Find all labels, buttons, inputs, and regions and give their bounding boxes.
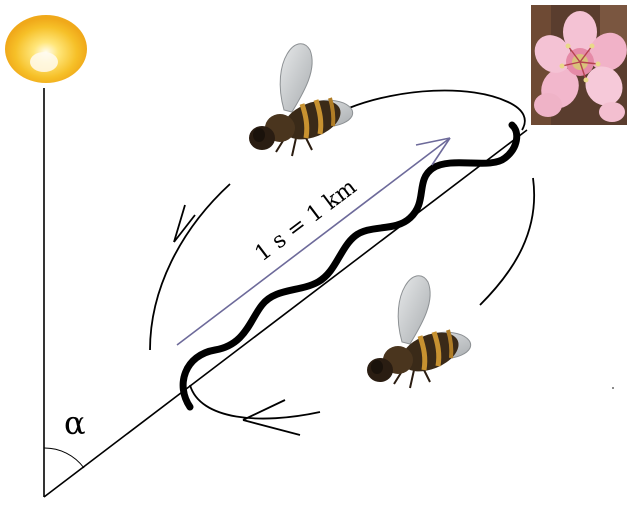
angle-arc <box>43 447 85 469</box>
dot-marker <box>612 387 614 389</box>
flower-photo <box>531 5 627 125</box>
return-arc-left <box>149 183 231 351</box>
bee-icon-upper <box>249 44 353 156</box>
flower-direction-line <box>43 129 528 498</box>
return-arrowhead-left <box>173 204 196 243</box>
return-arc-lower <box>189 384 321 420</box>
return-arc-upper <box>348 89 526 131</box>
return-arrowhead-lower <box>242 399 301 436</box>
sun-icon <box>5 15 87 83</box>
waggle-run-path <box>179 121 521 411</box>
return-arc-right <box>479 177 535 306</box>
direction-arrow <box>176 137 451 346</box>
bee-icon-lower <box>367 276 471 388</box>
angle-label: α <box>64 404 86 442</box>
